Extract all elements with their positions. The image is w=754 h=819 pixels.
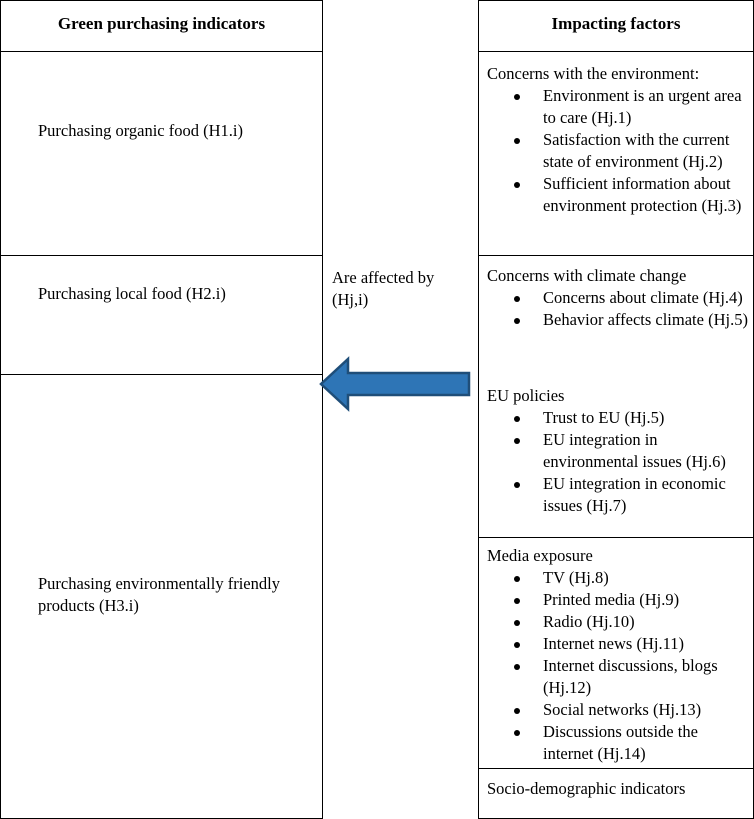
- left-column-header: Green purchasing indicators: [57, 14, 266, 33]
- list-item: Environment is an urgent area to care (H…: [487, 85, 751, 129]
- group-title-socio: Socio-demographic indicators: [487, 779, 686, 798]
- bullet-icon: [514, 620, 520, 626]
- right-cell-environment: Concerns with the environment: Environme…: [478, 51, 754, 256]
- bullet-icon: [514, 182, 520, 188]
- list-item: Printed media (Hj.9): [487, 589, 751, 611]
- bullet-icon: [514, 598, 520, 604]
- media-list: TV (Hj.8) Printed media (Hj.9) Radio (Hj…: [487, 567, 751, 765]
- list-item: Sufficient information about environment…: [487, 173, 751, 217]
- group-title-environment: Concerns with the environment:: [487, 64, 700, 83]
- list-item: EU integration in economic issues (Hj.7): [487, 473, 751, 517]
- list-item: EU integration in environmental issues (…: [487, 429, 751, 473]
- bullet-icon: [514, 438, 520, 444]
- list-item: Radio (Hj.10): [487, 611, 751, 633]
- arrow-shape: [319, 356, 471, 412]
- bullet-icon: [514, 576, 520, 582]
- bullet-icon: [514, 664, 520, 670]
- group-media: Media exposure TV (Hj.8) Printed media (…: [487, 545, 751, 765]
- list-item: Trust to EU (Hj.5): [487, 407, 751, 429]
- group-title-media: Media exposure: [487, 546, 593, 565]
- group-title-eu: EU policies: [487, 386, 565, 405]
- right-cell-media: Media exposure TV (Hj.8) Printed media (…: [478, 537, 754, 769]
- list-item: Concerns about climate (Hj.4): [487, 287, 751, 309]
- left-cell-friendly: Purchasing environmentally friendly prod…: [0, 374, 323, 819]
- group-environment: Concerns with the environment: Environme…: [487, 63, 751, 217]
- left-arrow-icon: [319, 356, 471, 412]
- group-eu-policies: EU policies Trust to EU (Hj.5) EU integr…: [487, 385, 751, 517]
- bullet-icon: [514, 318, 520, 324]
- affected-by-label: Are affected by (Hj,i): [332, 268, 435, 309]
- bullet-icon: [514, 708, 520, 714]
- right-header-cell: Impacting factors: [478, 0, 754, 52]
- indicator-organic-food: Purchasing organic food (H1.i): [38, 121, 243, 140]
- bullet-icon: [514, 730, 520, 736]
- list-item: Internet discussions, blogs (Hj.12): [487, 655, 751, 699]
- bullet-icon: [514, 296, 520, 302]
- bullet-icon: [514, 482, 520, 488]
- environment-list: Environment is an urgent area to care (H…: [487, 85, 751, 217]
- bullet-icon: [514, 94, 520, 100]
- right-column-header: Impacting factors: [551, 14, 681, 33]
- eu-list: Trust to EU (Hj.5) EU integration in env…: [487, 407, 751, 517]
- right-cell-climate-eu: Concerns with climate change Concerns ab…: [478, 255, 754, 538]
- list-item: Social networks (Hj.13): [487, 699, 751, 721]
- indicator-local-food: Purchasing local food (H2.i): [38, 284, 226, 303]
- climate-list: Concerns about climate (Hj.4) Behavior a…: [487, 287, 751, 331]
- left-cell-organic: Purchasing organic food (H1.i): [0, 51, 323, 256]
- bullet-icon: [514, 416, 520, 422]
- list-item: TV (Hj.8): [487, 567, 751, 589]
- bullet-icon: [514, 642, 520, 648]
- left-cell-local: Purchasing local food (H2.i): [0, 255, 323, 375]
- list-item: Satisfaction with the current state of e…: [487, 129, 751, 173]
- group-socio: Socio-demographic indicators: [487, 778, 751, 800]
- left-header-cell: Green purchasing indicators: [0, 0, 323, 52]
- bullet-icon: [514, 138, 520, 144]
- indicator-friendly-products: Purchasing environmentally friendly prod…: [38, 574, 280, 615]
- group-climate: Concerns with climate change Concerns ab…: [487, 265, 751, 331]
- list-item: Internet news (Hj.11): [487, 633, 751, 655]
- list-item: Discussions outside the internet (Hj.14): [487, 721, 751, 765]
- list-item: Behavior affects climate (Hj.5): [487, 309, 751, 331]
- right-cell-socio: Socio-demographic indicators: [478, 768, 754, 819]
- group-title-climate: Concerns with climate change: [487, 266, 687, 285]
